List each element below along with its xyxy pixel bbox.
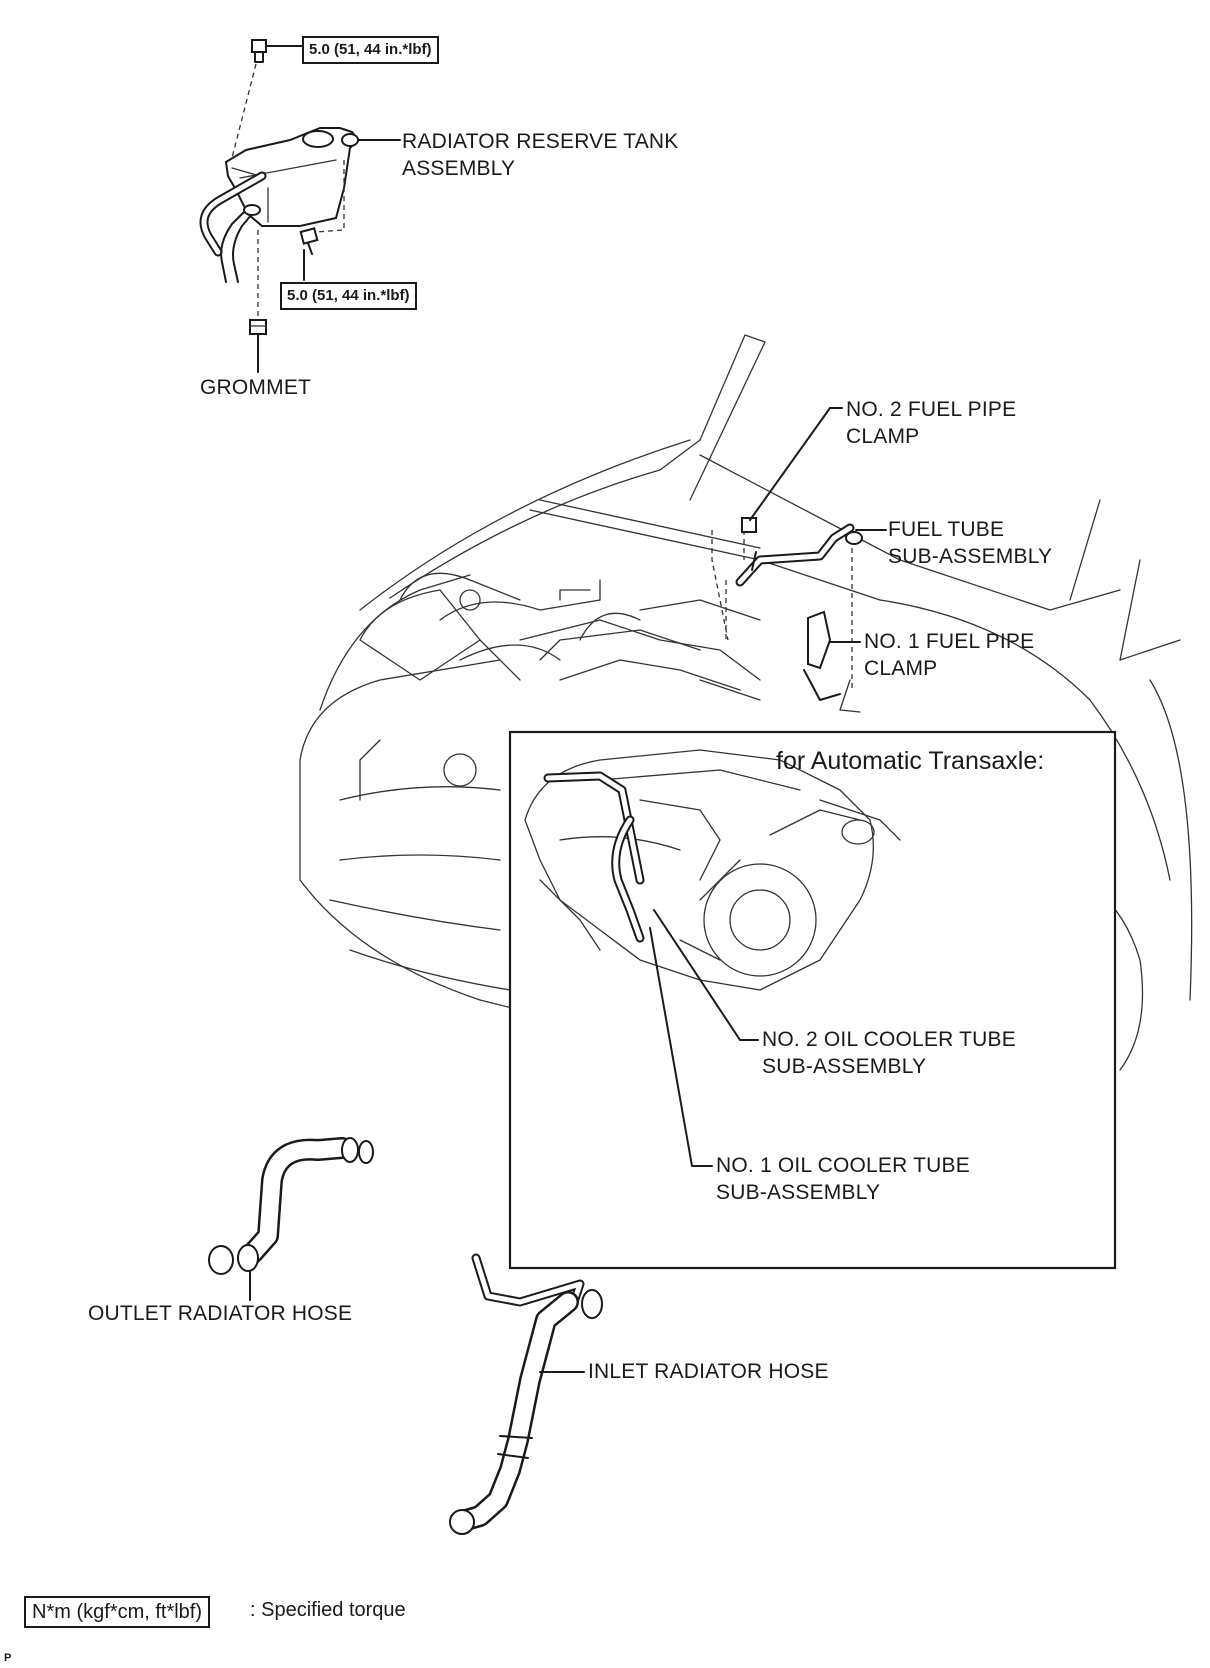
inlet-radiator-hose-part: [449, 1253, 603, 1535]
vehicle-front-outline: [299, 334, 1193, 1071]
label-inlet-radiator-hose: INLET RADIATOR HOSE: [588, 1360, 829, 1383]
label-line-2: CLAMP: [846, 425, 920, 448]
lower-bolt: [299, 227, 319, 255]
label-no1-fuel-pipe-clamp: NO. 1 FUEL PIPE CLAMP: [864, 628, 1034, 682]
label-line-1: RADIATOR RESERVE TANK: [402, 130, 679, 153]
label-line-2: ASSEMBLY: [402, 157, 516, 180]
figure-code: P: [4, 1652, 12, 1664]
label-line-1: NO. 2 OIL COOLER TUBE: [762, 1028, 1016, 1051]
label-no2-oil-cooler-tube: NO. 2 OIL COOLER TUBE SUB-ASSEMBLY: [762, 1026, 1016, 1080]
label-line-1: NO. 1 OIL COOLER TUBE: [716, 1154, 970, 1177]
label-line-2: SUB-ASSEMBLY: [888, 545, 1053, 568]
no1-fuel-pipe-clamp-part: [807, 610, 832, 670]
label-no1-oil-cooler-tube: NO. 1 OIL COOLER TUBE SUB-ASSEMBLY: [716, 1152, 970, 1206]
fuel-tube-group: [711, 407, 887, 713]
label-line-2: SUB-ASSEMBLY: [716, 1181, 881, 1204]
label-line-2: CLAMP: [864, 657, 938, 680]
upper-bolt: [251, 39, 267, 63]
legend-torque-symbol: N*m (kgf*cm, ft*lbf): [24, 1596, 211, 1628]
label-line-1: NO. 2 FUEL PIPE: [846, 398, 1017, 421]
no2-fuel-pipe-clamp-part: [741, 517, 757, 533]
outlet-radiator-hose-part: [208, 1137, 374, 1301]
label-line-1: NO. 1 FUEL PIPE: [864, 630, 1035, 653]
label-no2-fuel-pipe-clamp: NO. 2 FUEL PIPE CLAMP: [846, 396, 1016, 450]
torque-spec-lower-bolt: 5.0 (51, 44 in.*lbf): [280, 282, 417, 310]
label-fuel-tube: FUEL TUBE SUB-ASSEMBLY: [888, 516, 1052, 570]
automatic-transaxle-inset: [508, 730, 1117, 1270]
torque-spec-upper-bolt: 5.0 (51, 44 in.*lbf): [302, 36, 439, 64]
label-grommet: GROMMET: [200, 376, 312, 399]
label-line-1: FUEL TUBE: [888, 518, 1005, 541]
label-line-2: SUB-ASSEMBLY: [762, 1055, 927, 1078]
radiator-reserve-tank-drawing: [199, 39, 401, 373]
grommet-part: [249, 319, 267, 335]
label-outlet-radiator-hose: OUTLET RADIATOR HOSE: [88, 1302, 353, 1325]
legend-text: : Specified torque: [250, 1599, 406, 1621]
inset-title: for Automatic Transaxle:: [776, 747, 1045, 775]
label-radiator-reserve-tank: RADIATOR RESERVE TANK ASSEMBLY: [402, 128, 679, 182]
